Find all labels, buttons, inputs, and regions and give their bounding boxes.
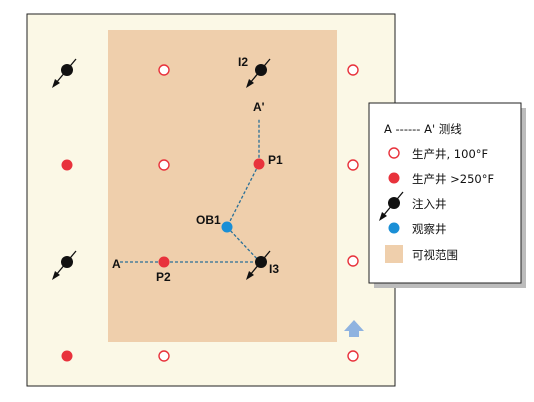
legend-visible-area: 可视范围: [412, 248, 458, 262]
legend-producer-250f: 生产井 >250°F: [412, 172, 494, 186]
producer-250f-well: [61, 350, 73, 362]
legend-section-line: A ------ A' 测线: [384, 122, 462, 136]
label-p2: P2: [156, 270, 171, 284]
producer-100f-well: [158, 350, 170, 362]
legend-producer-100f: 生产井, 100°F: [412, 147, 488, 161]
legend-producer-250f-icon: [388, 172, 400, 184]
producer-100f-well: [347, 64, 359, 76]
label-ob1: OB1: [196, 213, 221, 227]
legend-observation-icon: [388, 222, 400, 234]
north-arrow-icon: [344, 320, 364, 337]
producer-100f-well: [158, 64, 170, 76]
label-i3: I3: [269, 262, 279, 276]
label-p1: P1: [268, 153, 283, 167]
label-a-prime: A': [253, 100, 265, 114]
legend-visible-area-swatch: [385, 245, 403, 263]
visible-area: [108, 30, 337, 342]
label-a: A: [112, 257, 121, 271]
injector-well: [52, 250, 77, 280]
legend-producer-100f-icon: [388, 147, 400, 159]
legend-injector: 注入井: [412, 197, 447, 211]
observation-well-ob1: [221, 221, 233, 233]
section-line-a-a-prime: [120, 119, 262, 263]
injector-well-i3: [246, 250, 271, 280]
producer-250f-well: [61, 159, 73, 171]
producer-100f-well: [158, 159, 170, 171]
producer-100f-well: [347, 159, 359, 171]
legend: A ------ A' 测线 生产井, 100°F 生产井 >250°F 注入井…: [368, 102, 526, 288]
legend-observation: 观察井: [412, 222, 447, 236]
producer-p1-well: [253, 158, 265, 170]
injector-well: [52, 58, 77, 88]
legend-injector-icon: [379, 191, 404, 221]
injector-well-i2: [246, 58, 271, 88]
producer-100f-well: [347, 350, 359, 362]
label-i2: I2: [238, 55, 248, 69]
producer-p2-well: [158, 256, 170, 268]
producer-100f-well: [347, 255, 359, 267]
